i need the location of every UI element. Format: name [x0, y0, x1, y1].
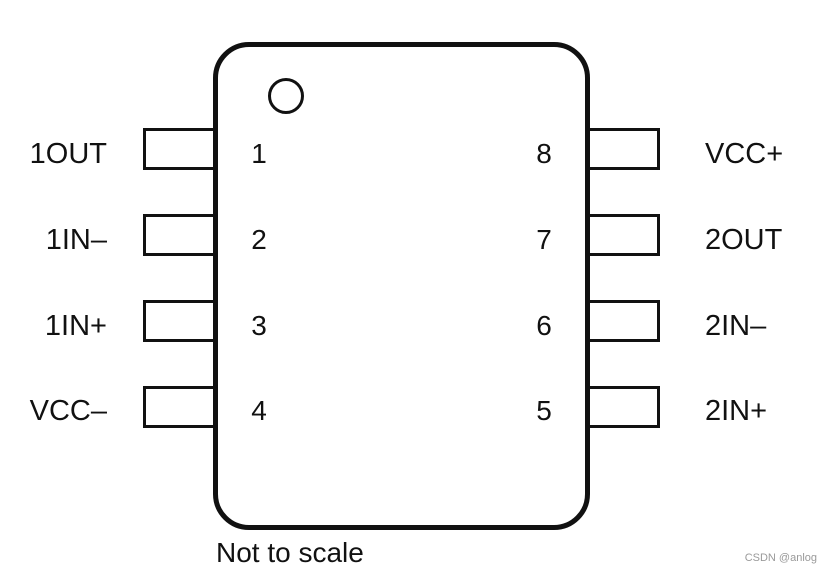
pin-label-2: 1IN–: [45, 224, 107, 256]
pin-lead-2: [143, 214, 213, 256]
pin-label-4: VCC–: [29, 395, 107, 427]
pin-number-3: 3: [251, 310, 267, 341]
pin-label-3: 1IN+: [44, 310, 107, 342]
chip-package-body: [213, 42, 590, 530]
pin-label-8: VCC+: [705, 138, 784, 170]
pin-lead-1: [143, 128, 213, 170]
pin-label-6: 2IN–: [705, 310, 767, 342]
pin-lead-6: [590, 300, 660, 342]
watermark: CSDN @anlog: [744, 552, 817, 564]
pin-label-5: 2IN+: [705, 395, 768, 427]
pin-lead-7: [590, 214, 660, 256]
pin-number-2: 2: [251, 224, 267, 255]
pin-lead-3: [143, 300, 213, 342]
pin-label-7: 2OUT: [705, 224, 783, 256]
pin-number-5: 5: [536, 395, 552, 426]
scale-footnote: Not to scale: [216, 537, 364, 568]
pin-number-8: 8: [536, 138, 552, 169]
pin-lead-5: [590, 386, 660, 428]
pin-number-1: 1: [251, 138, 267, 169]
pin-number-4: 4: [251, 395, 267, 426]
pin-lead-4: [143, 386, 213, 428]
pin-number-6: 6: [536, 310, 552, 341]
pin-number-7: 7: [536, 224, 552, 255]
pin-lead-8: [590, 128, 660, 170]
pin1-indicator-icon: [268, 78, 304, 114]
pin-label-1: 1OUT: [29, 138, 107, 170]
